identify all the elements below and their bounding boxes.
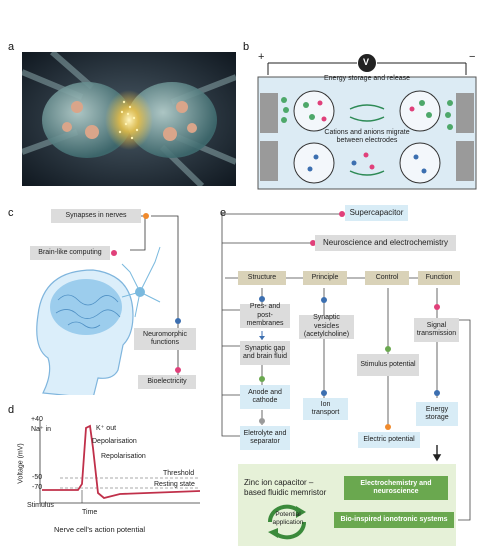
synaptic-gap-box: Synaptic gap and brain fluid xyxy=(240,341,290,365)
electrolyte-separator-box: Eletrolyte and separator xyxy=(240,426,290,450)
resting-state-label: Resting state xyxy=(154,481,195,488)
capacitor-cell-diagram: + − V Energy storage and release Cations… xyxy=(254,45,480,193)
header-principle: Principle xyxy=(303,271,347,285)
structure-dot-1 xyxy=(259,296,265,302)
energy-storage-box: Energy storage xyxy=(416,402,458,426)
function-dot-2 xyxy=(434,390,440,396)
signal-transmission-box: Signal transmission xyxy=(414,318,459,342)
neuroscience-dot xyxy=(310,240,316,246)
electric-potential-box: Electric potential xyxy=(358,432,420,448)
migrate-label-line2: between electrodes xyxy=(336,137,398,144)
minus70-label: -70 xyxy=(32,484,43,491)
energy-storage-label: Energy storage and release xyxy=(324,75,410,82)
panel-label-d: d xyxy=(8,404,15,416)
neuromorphic-functions-box: Neuromorphic functions xyxy=(134,328,196,350)
zinc-ion-line2: based fluidic memristor xyxy=(244,488,327,497)
potential-application-label: Potential application xyxy=(272,511,304,526)
supercapacitor-box: Supercapacitor xyxy=(345,205,408,221)
brain-like-computing-box: Brain-like computing xyxy=(30,246,110,260)
bio-inspired-ionotronic-box: Bio-inspired ionotronic systems xyxy=(334,512,454,528)
synaptic-vesicles-box: Synaptic vesicles (acetylcholine) xyxy=(299,314,354,339)
panel-label-b: b xyxy=(243,41,250,53)
cycle-arrows-icon xyxy=(267,504,307,540)
plus-terminal: + xyxy=(258,51,265,63)
zinc-ion-line1: Zinc ion capacitor – xyxy=(244,478,314,487)
orange-node-dot xyxy=(143,213,149,219)
header-structure: Structure xyxy=(238,271,286,285)
header-function: Function xyxy=(418,271,460,285)
control-dot-2 xyxy=(385,424,391,430)
voltmeter-symbol: V xyxy=(363,57,370,67)
k-out-label: K⁺ out xyxy=(96,425,117,432)
time-label: Time xyxy=(82,509,98,516)
stimulus-label: Stimulus xyxy=(27,502,54,509)
ion-transport-box: Ion transport xyxy=(303,398,348,420)
synapses-in-nerves-box: Synapses in nerves xyxy=(51,209,141,223)
panel-label-a: a xyxy=(8,41,15,53)
bioelectricity-box: Bioelectricity xyxy=(138,375,196,389)
function-dot-1 xyxy=(434,304,440,310)
supercapacitor-dot xyxy=(339,211,345,217)
minus-terminal: − xyxy=(469,51,476,63)
neuron-illustration xyxy=(110,232,170,322)
blue-node-dot xyxy=(175,318,181,324)
action-potential-caption: Nerve cell's action potential xyxy=(54,525,146,534)
panel-label-e: e xyxy=(220,207,227,219)
na-in-label: Na⁺ in xyxy=(31,426,52,433)
pink-node-dot-2 xyxy=(175,367,181,373)
threshold-label: Threshold xyxy=(163,470,195,477)
principle-dot-2 xyxy=(321,390,327,396)
synapse-illustration xyxy=(20,49,238,189)
minus50-label: -50 xyxy=(32,474,43,481)
migrate-label-line1: Cations and anions migrate xyxy=(324,129,410,136)
pink-node-dot xyxy=(111,250,117,256)
plus40-label: +40 xyxy=(31,416,43,423)
electrochemistry-neuroscience-box: Electrochemistry and neuroscience xyxy=(344,476,448,500)
depolarisation-label: Depolarisation xyxy=(92,438,137,445)
neuromorphic-line1: Neuromorphic xyxy=(143,330,187,338)
brain-head-illustration xyxy=(18,255,138,399)
action-potential-plot xyxy=(39,420,201,504)
principle-dot-1 xyxy=(321,297,327,303)
structure-dot-3 xyxy=(259,418,265,424)
structure-dot-2 xyxy=(259,376,265,382)
neuromorphic-line2: functions xyxy=(150,339,180,346)
repolarisation-label: Repolarisation xyxy=(101,453,146,460)
control-dot-1 xyxy=(385,346,391,352)
header-control: Control xyxy=(365,271,409,285)
neuroscience-electrochemistry-box: Neuroscience and electrochemistry xyxy=(315,235,456,251)
stimulus-potential-box: Stimulus potential xyxy=(357,354,419,376)
panel-label-c: c xyxy=(8,207,14,219)
anode-cathode-box: Anode and cathode xyxy=(240,385,290,409)
pres-post-membranes-box: Pres- and post-membranes xyxy=(240,303,290,328)
